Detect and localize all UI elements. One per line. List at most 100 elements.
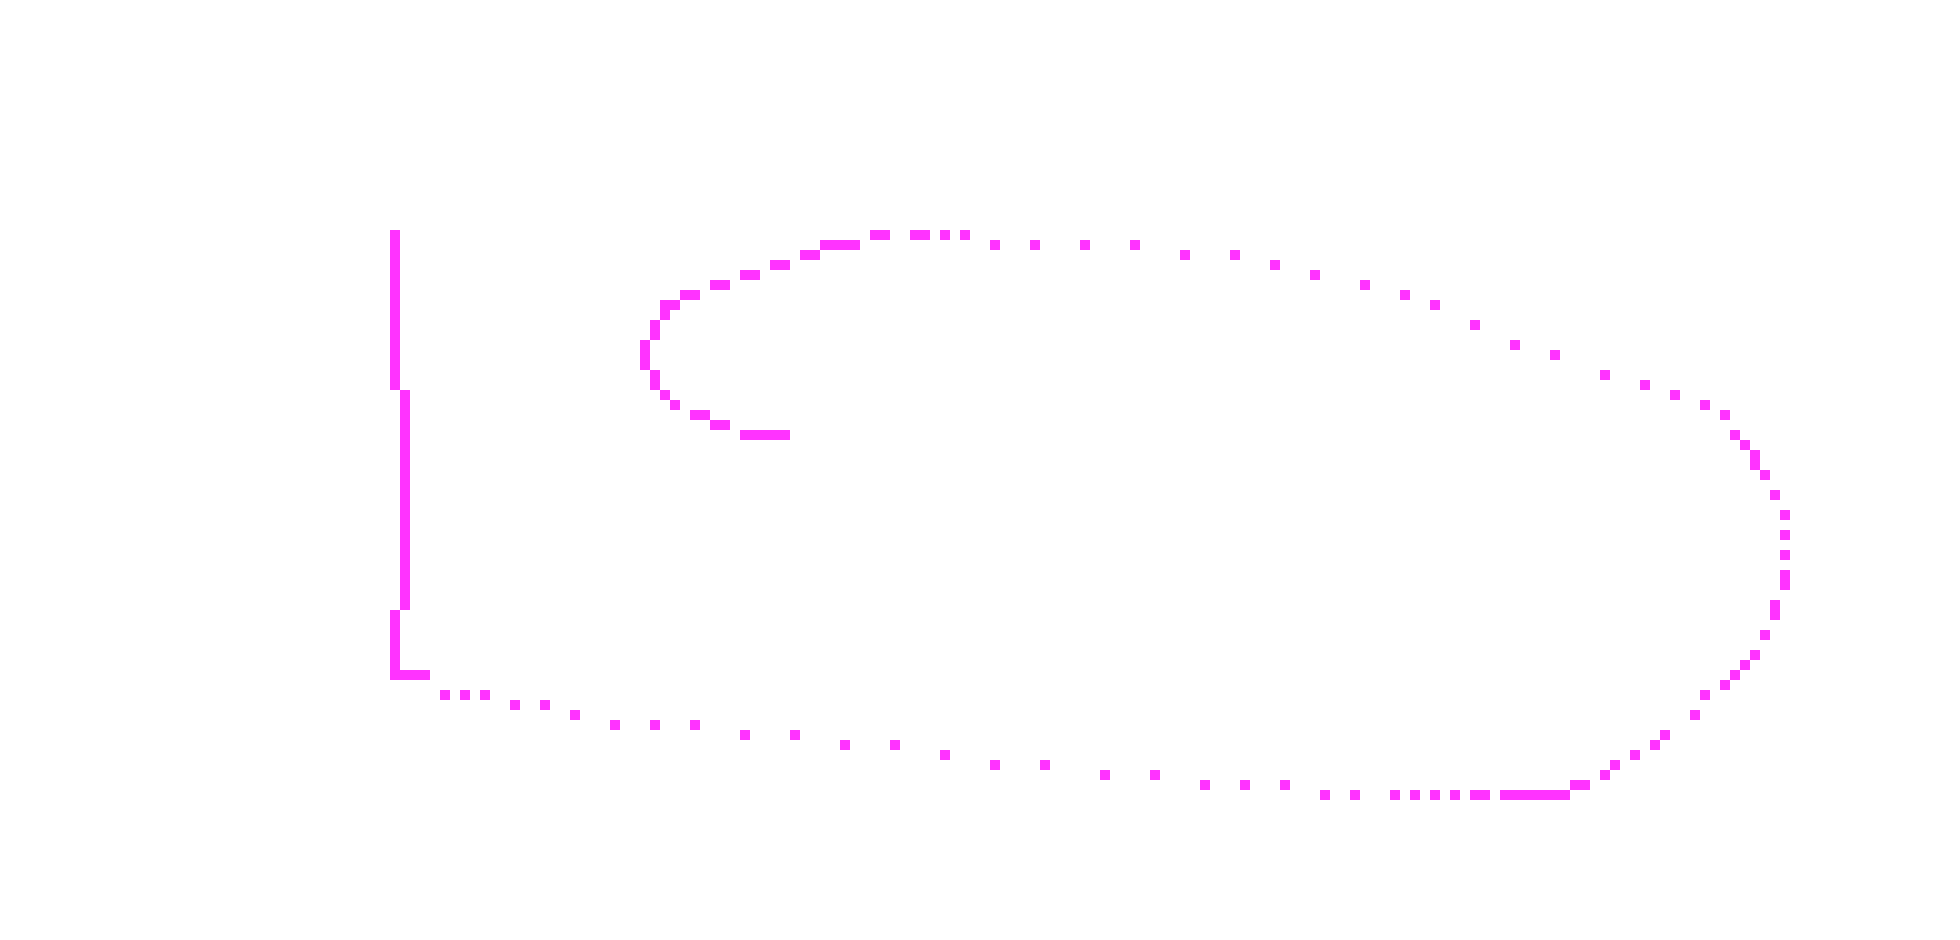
loop-dot (1720, 410, 1730, 420)
loop-dot (460, 690, 470, 700)
loop-dot (1390, 790, 1400, 800)
loop-segment (650, 370, 660, 390)
loop-dot (870, 230, 880, 240)
loop-dot (1030, 240, 1040, 250)
vertical-line-segment (400, 670, 430, 680)
loop-segment (710, 420, 730, 430)
loop-dot (1600, 370, 1610, 380)
loop-dot (940, 750, 950, 760)
loop-dot (1350, 790, 1360, 800)
loop-dot (1280, 780, 1290, 790)
loop-dot (1320, 790, 1330, 800)
loop-dot (1550, 350, 1560, 360)
pixel-stroke-group (390, 230, 1790, 800)
loop-dot (1750, 460, 1760, 470)
loop-segment (650, 320, 660, 340)
loop-dot (1750, 450, 1760, 460)
loop-dot (1730, 430, 1740, 440)
loop-dot (1650, 740, 1660, 750)
loop-dot (480, 690, 490, 700)
loop-dot (1470, 790, 1480, 800)
loop-dot (1180, 250, 1190, 260)
loop-dot (920, 230, 930, 240)
loop-dot (960, 230, 970, 240)
loop-dot (990, 240, 1000, 250)
loop-dot (570, 710, 580, 720)
loop-segment (640, 340, 650, 370)
loop-segment (660, 390, 670, 400)
loop-dot (1450, 790, 1460, 800)
loop-dot (1690, 710, 1700, 720)
loop-dot (1230, 250, 1240, 260)
loop-dot (1400, 290, 1410, 300)
loop-segment (1500, 790, 1570, 800)
vertical-line-segment (400, 390, 410, 610)
loop-dot (1770, 610, 1780, 620)
loop-dot (1720, 680, 1730, 690)
loop-dot (1100, 770, 1110, 780)
vertical-line-segment (390, 230, 400, 390)
loop-dot (1430, 300, 1440, 310)
loop-dot (740, 730, 750, 740)
loop-dot (1150, 770, 1160, 780)
loop-segment (740, 430, 790, 440)
loop-segment (1570, 780, 1590, 790)
loop-dot (1700, 690, 1710, 700)
loop-dot (1780, 570, 1790, 580)
loop-dot (1770, 490, 1780, 500)
loop-dot (840, 740, 850, 750)
loop-segment (710, 280, 730, 290)
loop-dot (1600, 770, 1610, 780)
loop-dot (510, 700, 520, 710)
loop-dot (1240, 780, 1250, 790)
loop-segment (670, 400, 680, 410)
loop-segment (660, 310, 670, 320)
loop-segment (770, 260, 790, 270)
loop-dot (990, 760, 1000, 770)
loop-dot (1040, 760, 1050, 770)
loop-dot (940, 230, 950, 240)
loop-dot (1430, 790, 1440, 800)
loop-dot (1670, 390, 1680, 400)
loop-dot (1750, 650, 1760, 660)
loop-dot (910, 230, 920, 240)
loop-dot (1730, 670, 1740, 680)
loop-dot (1640, 380, 1650, 390)
loop-dot (540, 700, 550, 710)
loop-dot (1080, 240, 1090, 250)
loop-dot (1740, 660, 1750, 670)
loop-dot (650, 720, 660, 730)
loop-dot (1470, 320, 1480, 330)
loop-dot (1200, 780, 1210, 790)
loop-dot (440, 690, 450, 700)
loop-dot (690, 720, 700, 730)
loop-dot (1360, 280, 1370, 290)
loop-dot (880, 230, 890, 240)
loop-dot (1760, 630, 1770, 640)
loop-dot (1630, 750, 1640, 760)
loop-dot (1780, 580, 1790, 590)
loop-dot (1760, 470, 1770, 480)
vertical-line-segment (390, 610, 400, 680)
loop-dot (1660, 730, 1670, 740)
loop-dot (790, 730, 800, 740)
loop-segment (800, 250, 820, 260)
loop-dot (1510, 340, 1520, 350)
loop-dot (1480, 790, 1490, 800)
loop-dot (610, 720, 620, 730)
loop-dot (1740, 440, 1750, 450)
loop-dot (1310, 270, 1320, 280)
loop-dot (1410, 790, 1420, 800)
loop-dot (1130, 240, 1140, 250)
loop-dot (1270, 260, 1280, 270)
loop-dot (1770, 600, 1780, 610)
loop-segment (740, 270, 760, 280)
loop-segment (660, 300, 680, 310)
loop-dot (890, 740, 900, 750)
loop-dot (1780, 550, 1790, 560)
loop-dot (1610, 760, 1620, 770)
loop-dot (1780, 510, 1790, 520)
loop-segment (690, 410, 710, 420)
